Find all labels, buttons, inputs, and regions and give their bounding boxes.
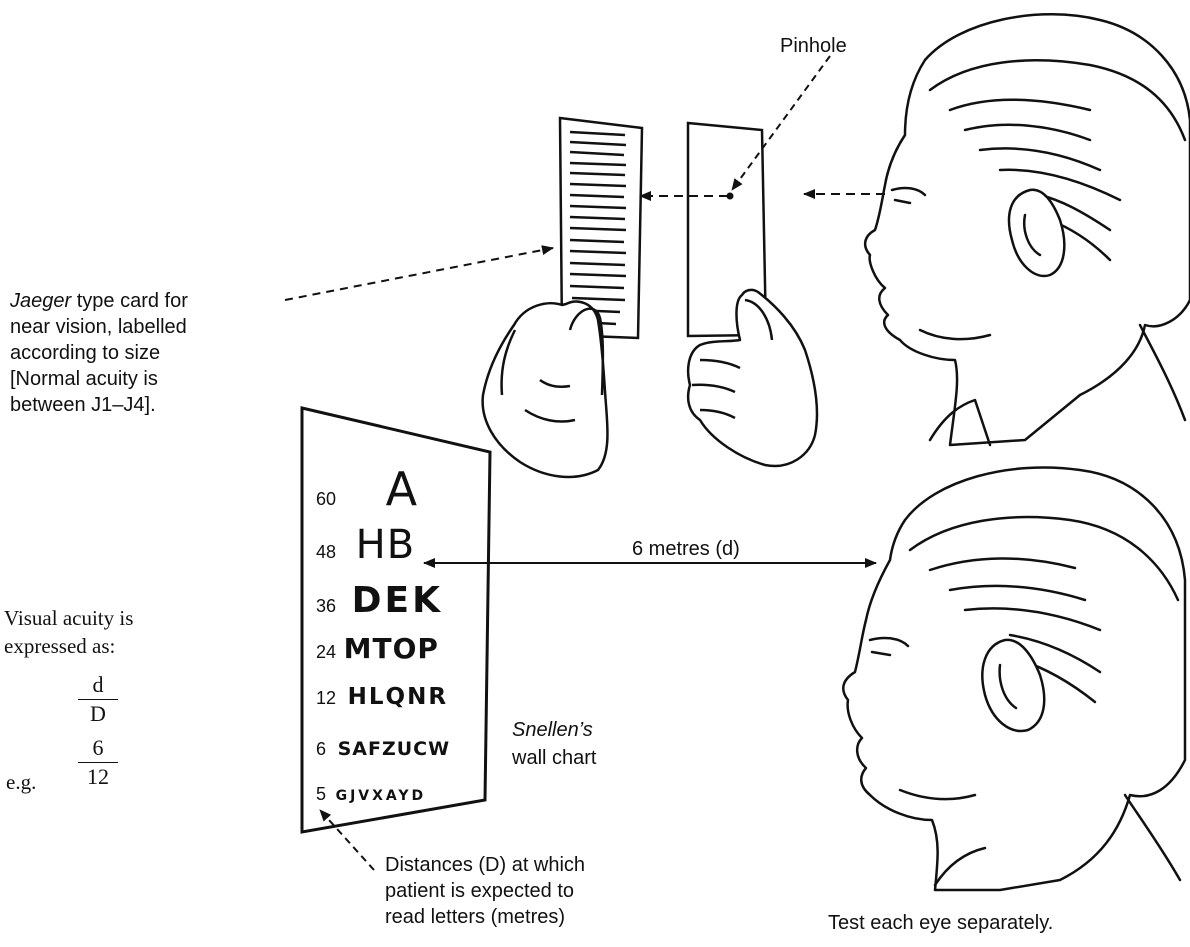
example-bar <box>78 762 118 763</box>
example-numerator: 6 <box>78 736 118 760</box>
acuity-line-2: expressed as: <box>4 632 115 660</box>
jaeger-line-4: [Normal acuity is <box>10 366 158 392</box>
distances-line-2: patient is expected to <box>385 878 574 904</box>
left-hand <box>483 302 608 477</box>
formula-bar <box>78 699 118 700</box>
snellen-row-60: 60 A <box>316 462 417 516</box>
patient-head-top <box>865 14 1190 445</box>
jaeger-arrow <box>285 248 553 300</box>
snellen-term: Snellen’s <box>512 717 593 743</box>
patient-head-bottom <box>843 467 1185 890</box>
jaeger-line-5: between J1–J4]. <box>10 392 156 418</box>
snellen-row-5: 5 GJVXAYD <box>316 784 426 805</box>
distances-line-3: read letters (metres) <box>385 904 565 930</box>
snellen-row-6: 6 SAFZUCW <box>316 738 450 760</box>
jaeger-term: Jaeger <box>10 290 71 312</box>
eg-label: e.g. <box>6 768 36 796</box>
snellen-row-36: 36 DEK <box>316 580 443 621</box>
formula-numerator: d <box>78 673 118 697</box>
acuity-formula: d D <box>78 673 118 726</box>
jaeger-line-2: near vision, labelled <box>10 314 187 340</box>
snellen-row-48: 48 HB <box>316 522 415 568</box>
snellen-caption-line-2: wall chart <box>512 745 596 771</box>
snellen-row-24: 24 MTOP <box>316 632 439 665</box>
acuity-line-1: Visual acuity is <box>4 604 133 632</box>
distances-line-1: Distances (D) at which <box>385 852 585 878</box>
jaeger-line-1: Jaeger type card for <box>10 288 188 314</box>
acuity-example: 6 12 <box>78 736 118 789</box>
jaeger-line-3: according to size <box>10 340 160 366</box>
formula-denominator: D <box>78 702 118 726</box>
test-each-eye-caption: Test each eye separately. <box>828 910 1053 936</box>
distance-label: 6 metres (d) <box>632 536 740 562</box>
pinhole-label: Pinhole <box>780 33 847 59</box>
example-denominator: 12 <box>78 765 118 789</box>
snellen-row-12: 12 HLQNR <box>316 684 448 710</box>
